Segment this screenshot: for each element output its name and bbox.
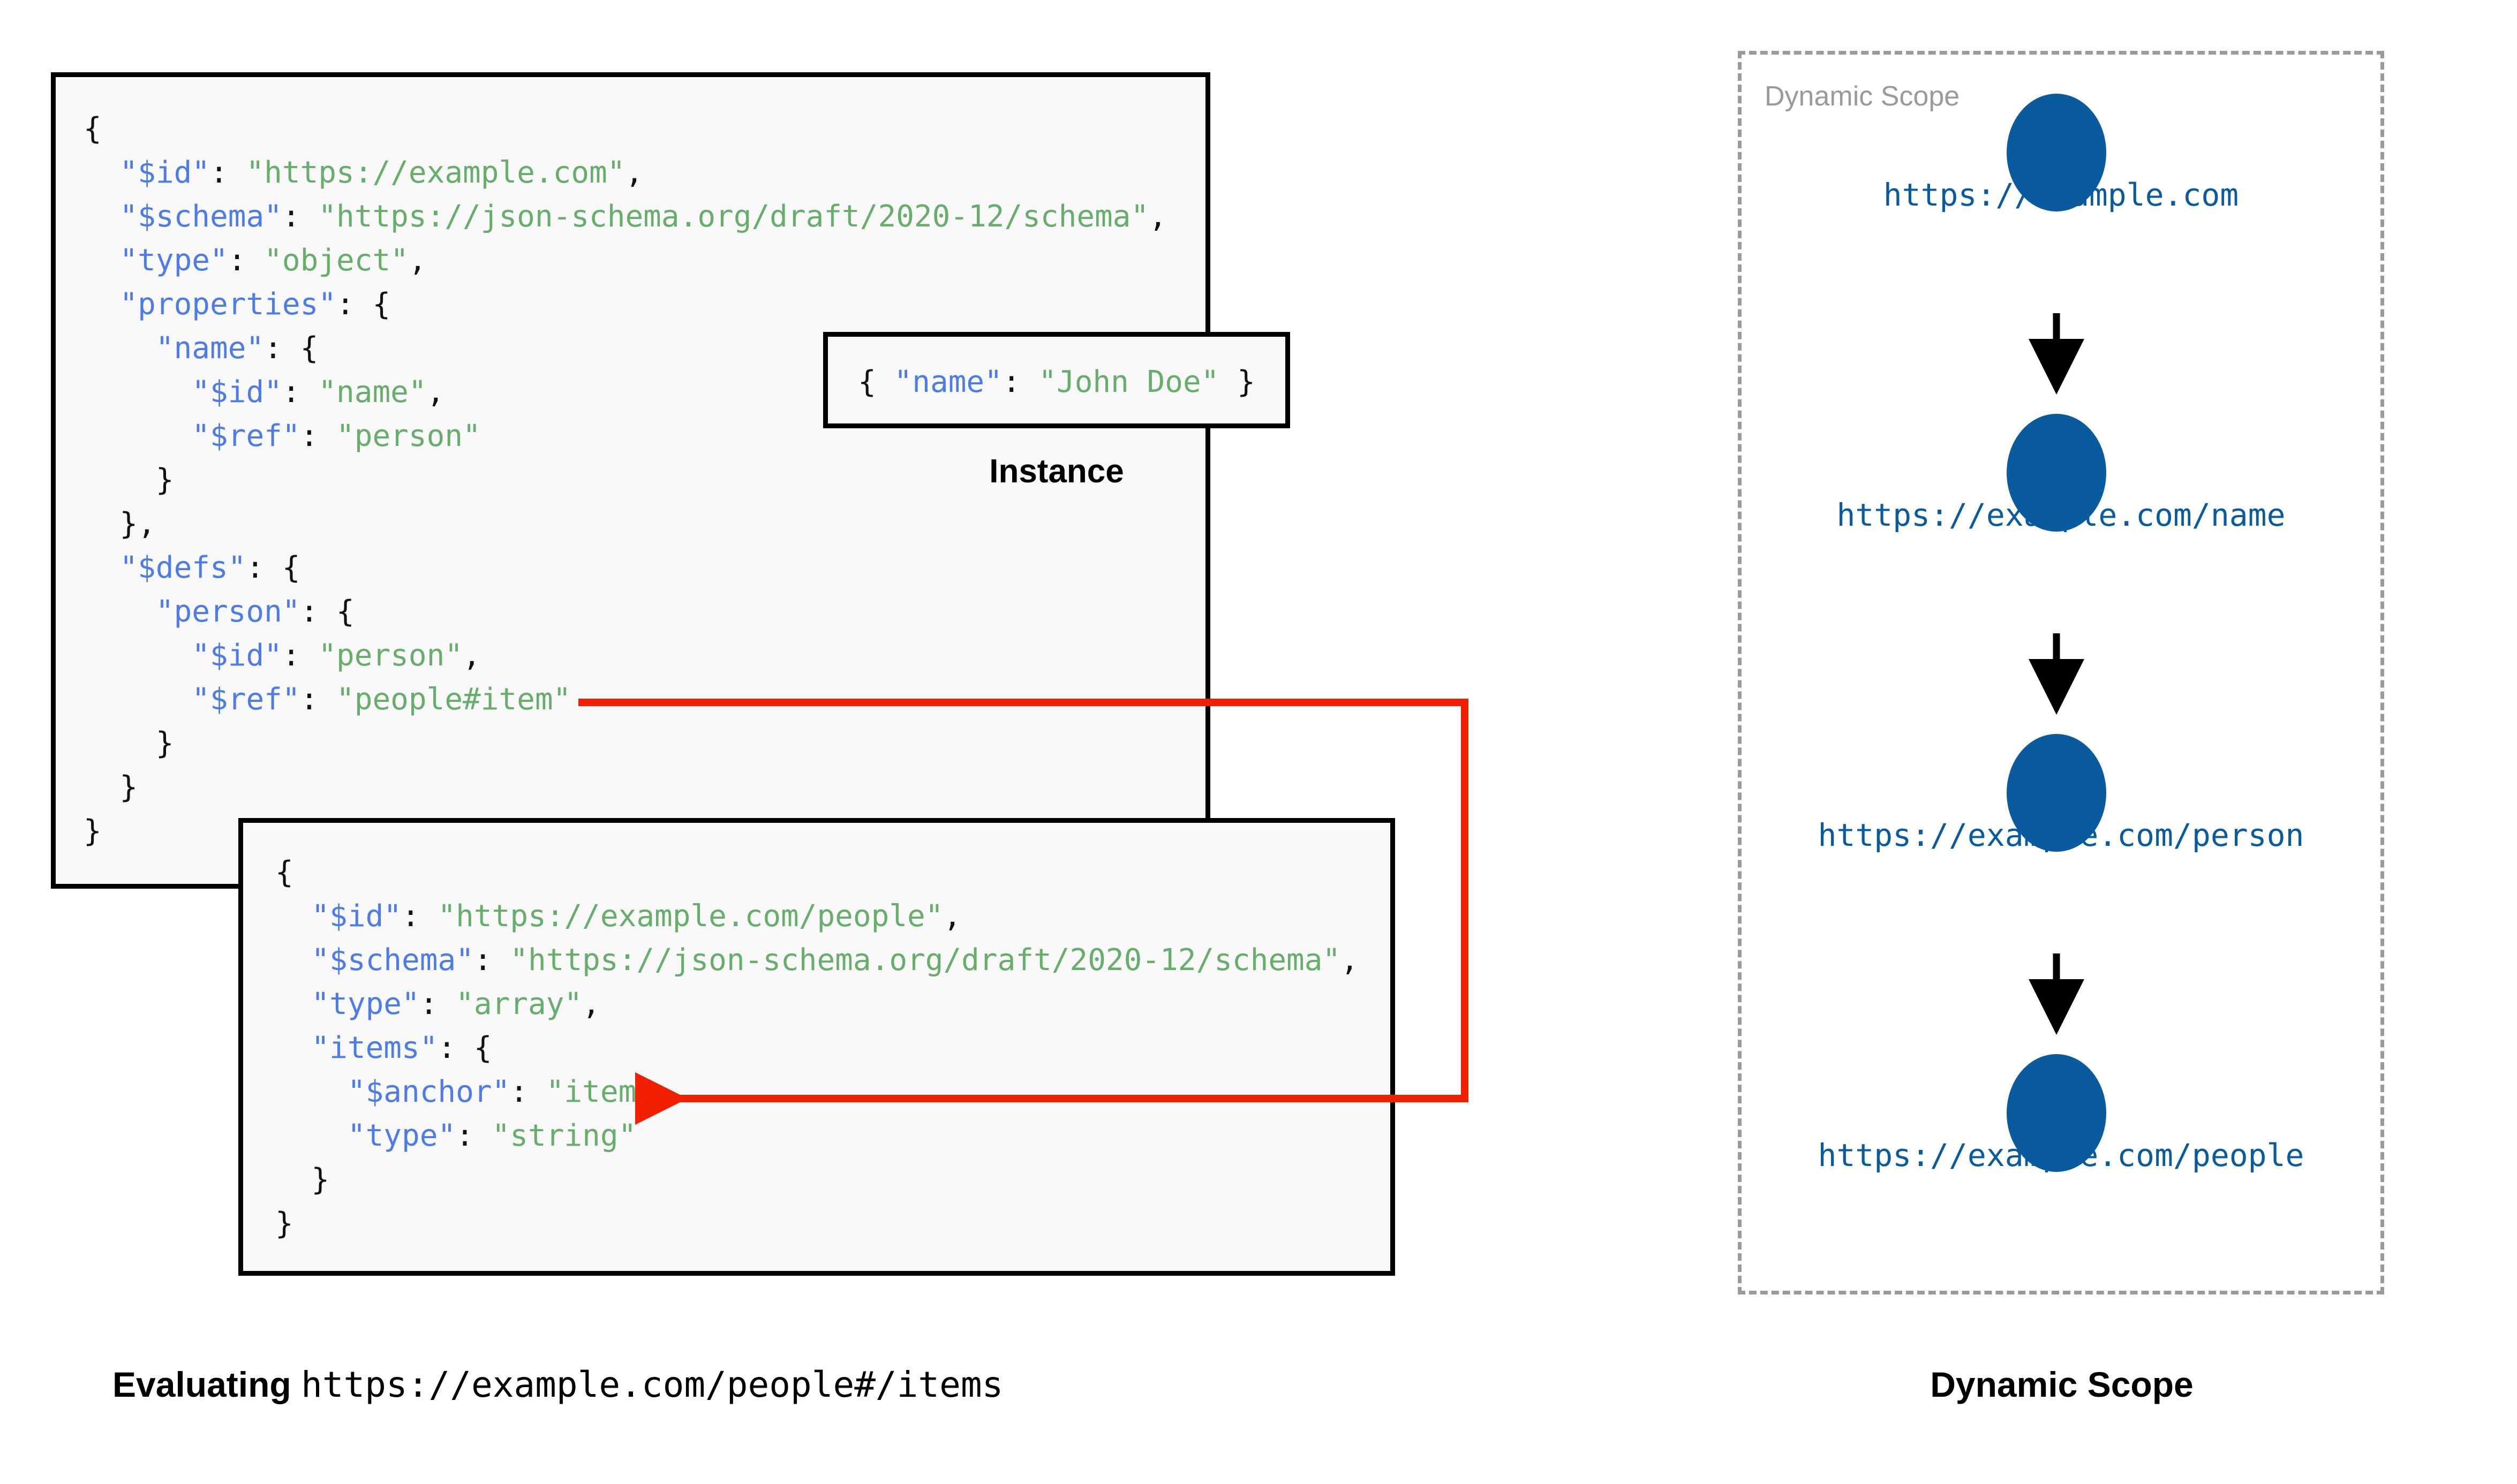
schema-people-box: { "$id": "https://example.com/people", "…: [238, 818, 1395, 1276]
instance-box: { "name": "John Doe" }: [823, 332, 1290, 428]
evaluating-label: Evaluating: [112, 1365, 302, 1404]
scope-node-label-1: https://example.com/name: [1836, 497, 2286, 533]
scope-node-label-3: https://example.com/people: [1818, 1137, 2304, 1173]
scope-node-label-2: https://example.com/person: [1818, 817, 2304, 853]
dynamic-scope-panel-label: Dynamic Scope: [1765, 81, 1960, 112]
dynamic-scope-panel: [1738, 51, 2384, 1294]
evaluating-caption: Evaluating https://example.com/people#/i…: [112, 1364, 1003, 1405]
instance-caption: Instance: [989, 453, 1124, 490]
instance-code: { "name": "John Doe" }: [858, 365, 1255, 399]
schema-people-code: { "$id": "https://example.com/people", "…: [275, 855, 1359, 1241]
dynamic-scope-caption: Dynamic Scope: [1930, 1365, 2194, 1404]
scope-node-label-0: https://example.com: [1883, 177, 2239, 213]
evaluating-uri: https://example.com/people#/items: [301, 1364, 1004, 1405]
schema-root-code: { "$id": "https://example.com", "$schema…: [84, 111, 1167, 849]
